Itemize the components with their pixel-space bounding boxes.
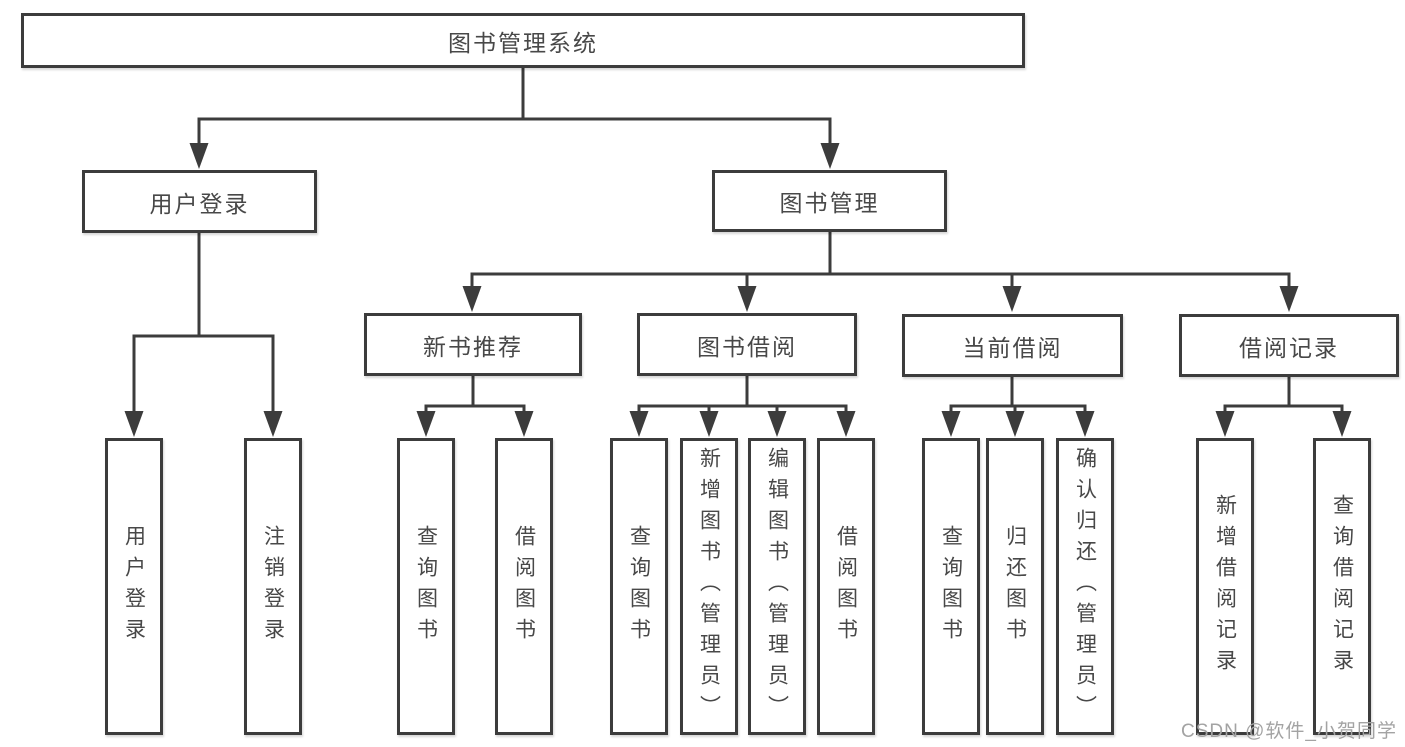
bracket-new-book-recommend [424, 373, 526, 416]
leaf-br-query-record: 查询借阅记录 [1313, 438, 1371, 735]
leaf-user-login: 用户登录 [105, 438, 163, 735]
leaf-logout: 注销登录 [244, 438, 302, 735]
leaf-nbr-borrow-books: 借阅图书 [495, 438, 553, 735]
node-book-management: 图书管理 [712, 170, 947, 232]
node-book-borrowing: 图书借阅 [637, 313, 857, 376]
bracket-book-borrowing [637, 373, 848, 416]
leaf-br-add-record: 新增借阅记录 [1196, 438, 1254, 735]
bracket-root [197, 66, 832, 148]
leaf-bb-borrow-books: 借阅图书 [817, 438, 875, 735]
bracket-user-login [132, 231, 275, 416]
bracket-book-management [470, 229, 1291, 291]
leaf-cb-return-books: 归还图书 [986, 438, 1044, 735]
node-root: 图书管理系统 [21, 13, 1025, 68]
leaf-cb-query-books: 查询图书 [922, 438, 980, 735]
node-new-book-recommend: 新书推荐 [364, 313, 582, 376]
leaf-cb-confirm-return-admin: 确认归还（管理员） [1056, 438, 1114, 735]
bracket-borrowing-records [1223, 374, 1344, 416]
leaf-nbr-query-books: 查询图书 [397, 438, 455, 735]
leaf-bb-query-books: 查询图书 [610, 438, 668, 735]
leaf-bb-add-books-admin: 新增图书（管理员） [680, 438, 738, 735]
node-current-borrowing: 当前借阅 [902, 314, 1123, 377]
csdn-watermark: CSDN @软件_小贺同学 [1181, 721, 1397, 742]
node-borrowing-records: 借阅记录 [1179, 314, 1399, 377]
bracket-current-borrowing [949, 374, 1087, 416]
node-user-login: 用户登录 [82, 170, 317, 233]
leaf-bb-edit-books-admin: 编辑图书（管理员） [748, 438, 806, 735]
